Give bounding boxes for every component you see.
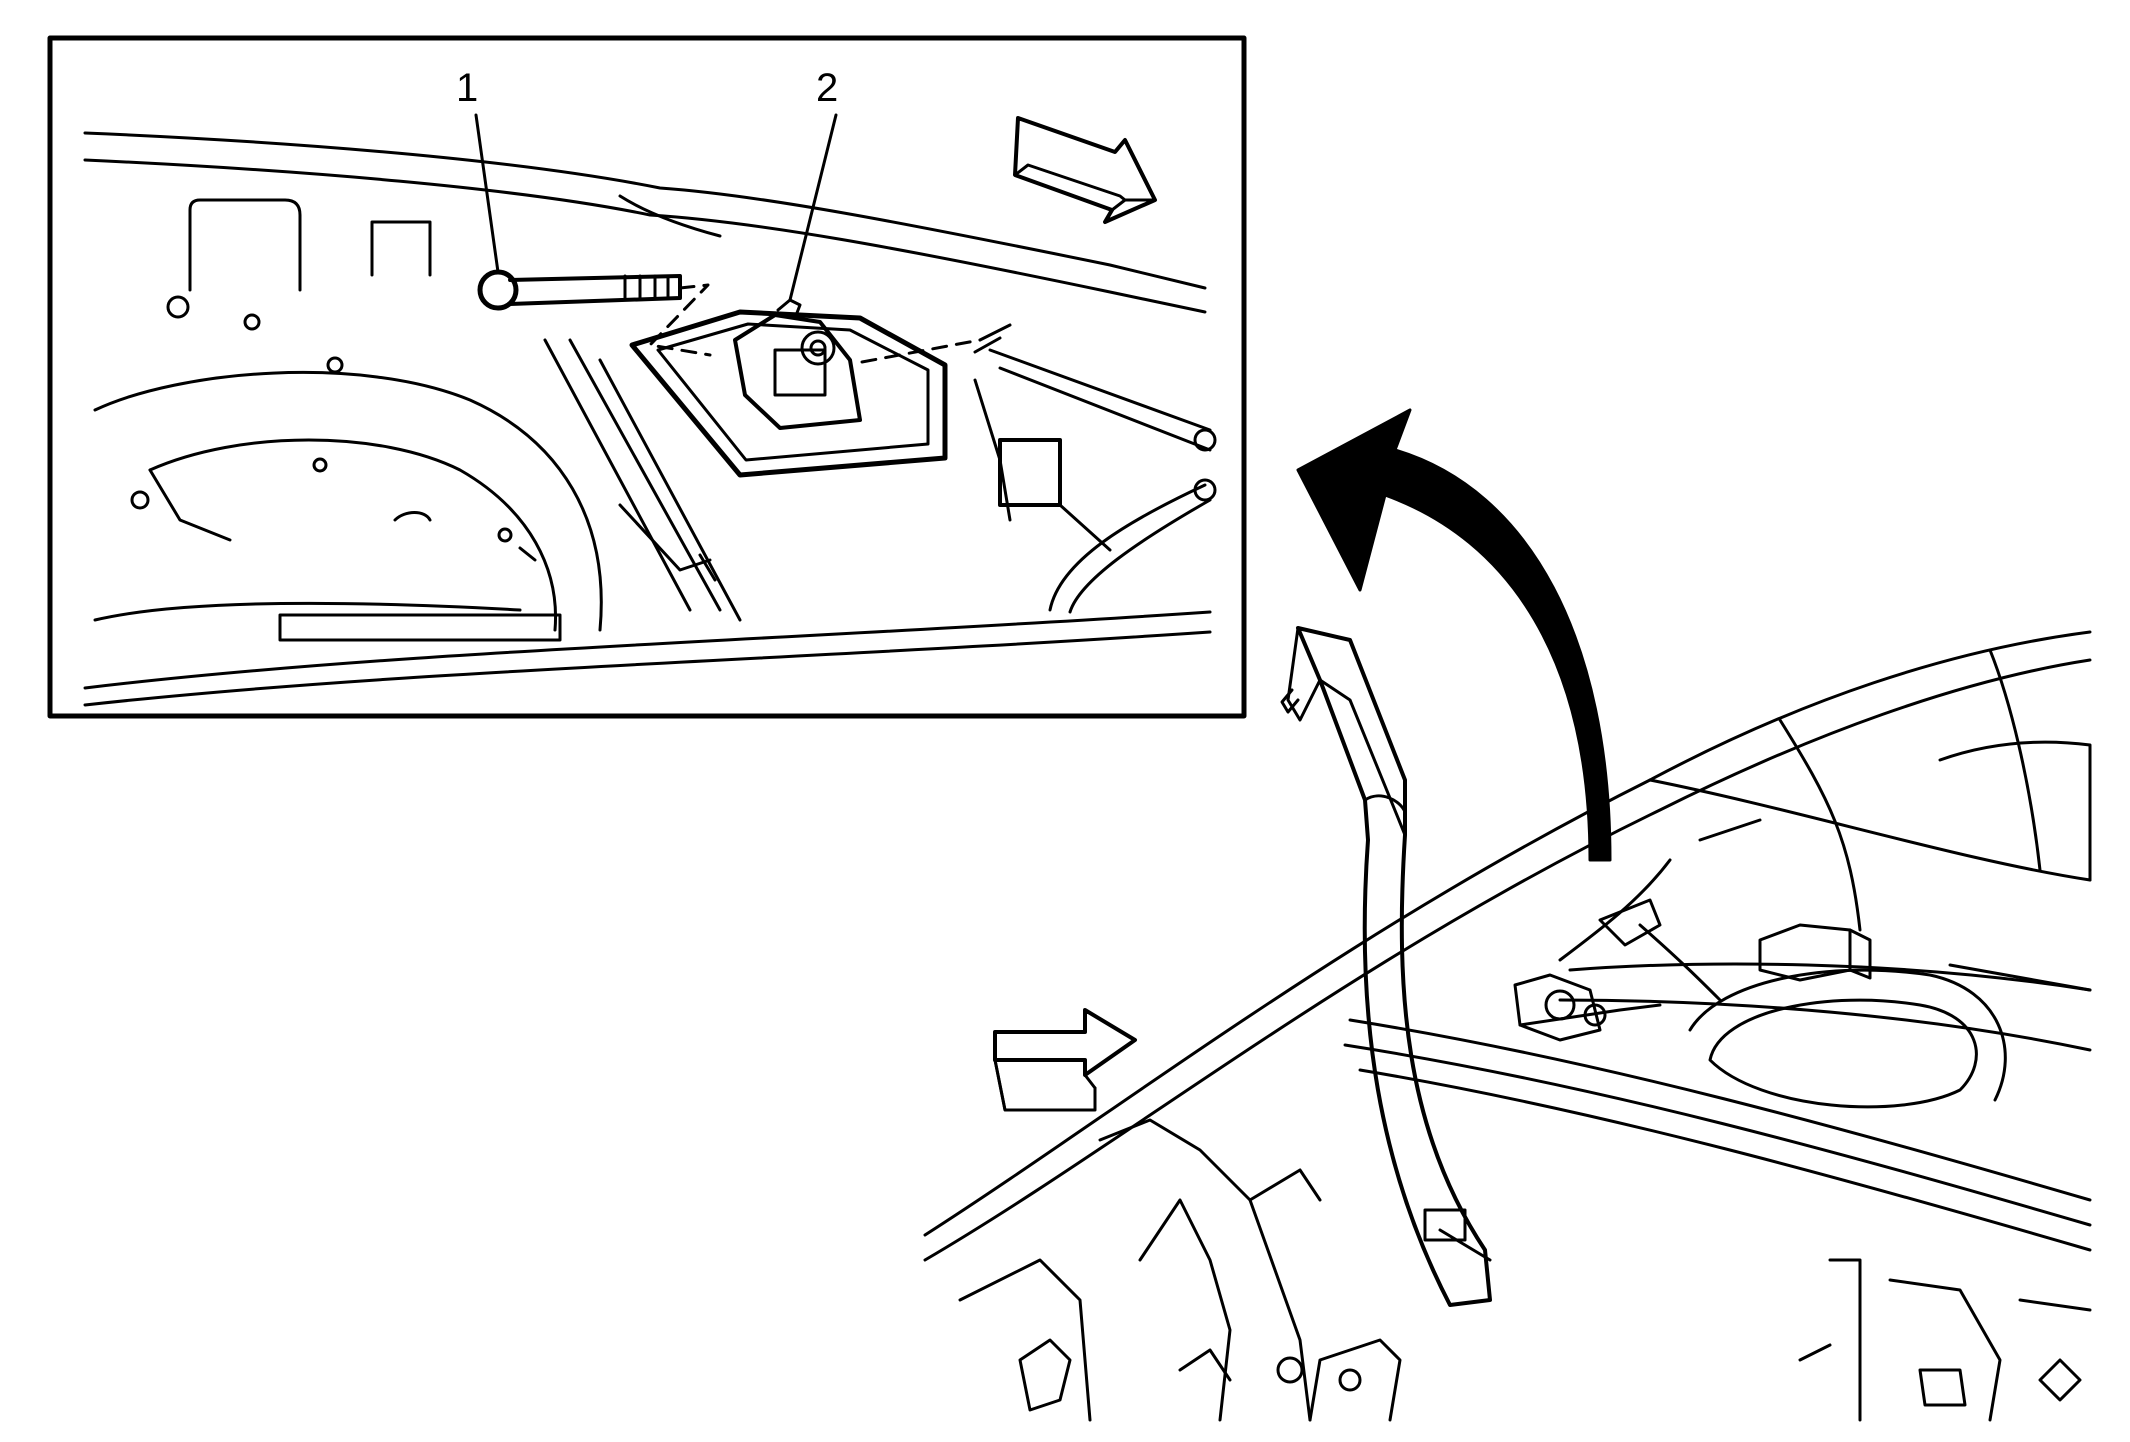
leader-1 bbox=[474, 113, 500, 274]
detail-inset bbox=[47, 35, 1247, 719]
wheel-well bbox=[93, 371, 603, 632]
bolt-icon bbox=[477, 269, 682, 311]
detail-inset-frame bbox=[47, 35, 1247, 719]
rear-sill bbox=[83, 610, 1212, 690]
anchor-plate bbox=[629, 309, 948, 478]
belt-anchor bbox=[733, 313, 862, 430]
arrow-right-icon bbox=[1013, 116, 1157, 224]
trunk-opening-rail bbox=[1348, 1018, 2092, 1202]
upper-body-edge bbox=[83, 131, 1207, 290]
quarter-panel-edge bbox=[923, 630, 2092, 1237]
wire-harness bbox=[973, 323, 1012, 354]
wheel-well bbox=[1708, 998, 1978, 1109]
floor-rail bbox=[543, 338, 692, 612]
shoulder-belt-bar bbox=[1296, 626, 1492, 1307]
callout-1-label: 1 bbox=[456, 66, 479, 110]
main-view bbox=[923, 408, 2092, 1422]
arrow-right-icon bbox=[993, 1008, 1137, 1112]
callout-2-label: 2 bbox=[816, 66, 839, 110]
lower-pillar bbox=[1098, 1118, 1312, 1422]
curved-arrow-icon bbox=[1296, 408, 1612, 862]
leader-2 bbox=[788, 113, 838, 302]
trim-pocket bbox=[188, 198, 302, 292]
